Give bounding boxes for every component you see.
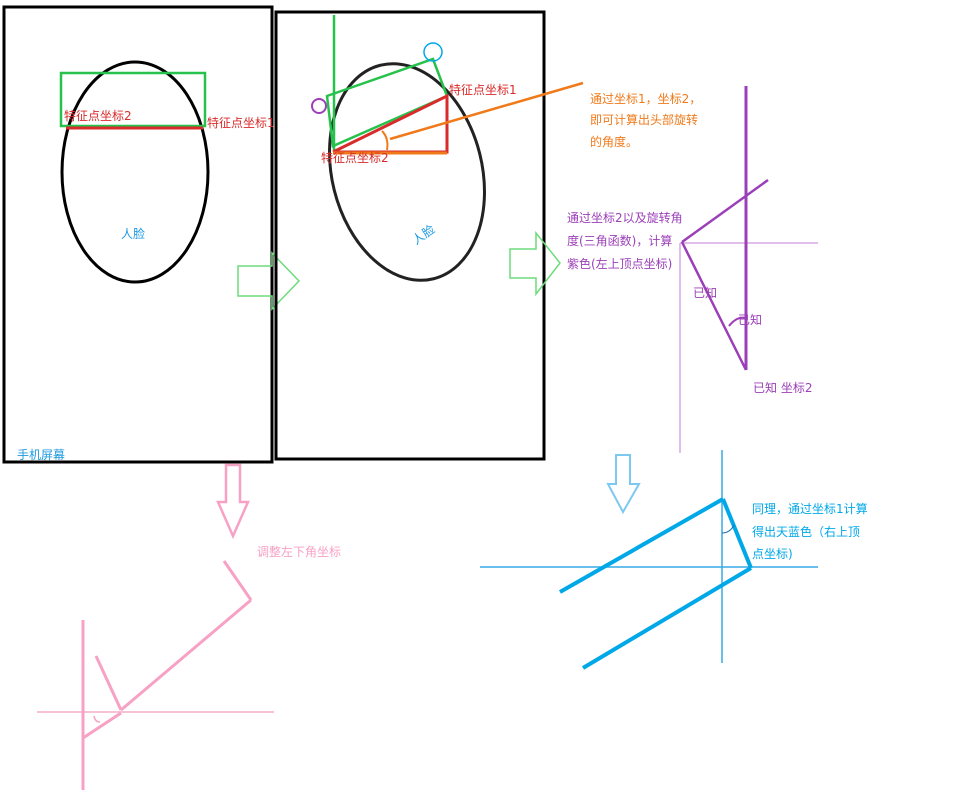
phone-frame-2 <box>274 10 546 461</box>
pink-angle-arc <box>93 715 101 723</box>
green-box-1 <box>59 71 207 128</box>
arrow-right-1 <box>237 251 301 311</box>
purple-note: 通过坐标2以及旋转角 度(三角函数)，计算 紫色(左上顶点坐标) 已知 已知 已… <box>567 210 812 395</box>
green-box-rotated <box>325 57 449 148</box>
blue-upper-diagonal <box>559 497 724 594</box>
blue-note: 同理，通过坐标1计算 得出天蓝色（右上顶 点坐标) <box>752 501 868 561</box>
purple-diagonal-up <box>681 178 769 244</box>
face-label-1: 人脸 <box>121 227 145 241</box>
blue-lower-diagonal <box>581 566 753 670</box>
pink-foot <box>82 711 122 740</box>
known-label-b: 已知 <box>738 313 762 327</box>
pink-upper-stub <box>222 560 253 601</box>
red-triangle <box>332 93 449 154</box>
feature-point-1-label: 特征点坐标1 <box>207 115 275 130</box>
face-ellipse-1 <box>60 60 210 284</box>
arrow-right-2 <box>509 230 561 297</box>
face-label-2: 人脸 <box>410 222 438 247</box>
orange-note-line-1: 通过坐标1，坐标2， <box>590 92 701 106</box>
pink-lower-stub <box>94 655 123 711</box>
blue-note-line-1: 同理，通过坐标1计算 <box>752 501 868 516</box>
pink-note: 调整左下角坐标 <box>257 544 341 559</box>
blue-angle-arc <box>721 524 735 534</box>
blue-corner-circle <box>423 42 443 62</box>
angle-arc <box>381 130 389 151</box>
blue-note-line-2: 得出天蓝色（右上顶 <box>752 524 860 539</box>
panel-phone-screen-1: 特征点坐标2 特征点坐标1 人脸 手机屏幕 <box>2 5 275 464</box>
blue-right-edge <box>721 498 753 569</box>
feature-point-2-label: 特征点坐标2 <box>64 108 132 123</box>
arrow-down-blue <box>606 454 641 515</box>
orange-note-line-2: 即可计算出头部旋转 <box>590 112 698 127</box>
purple-corner-circle <box>311 98 327 114</box>
pink-long-diagonal <box>120 598 252 712</box>
purple-note-line-3: 紫色(左上顶点坐标) <box>567 256 672 271</box>
orange-note-line-3: 的角度。 <box>590 134 638 149</box>
pink-geometry <box>37 560 274 790</box>
arrow-down-pink <box>216 463 250 540</box>
purple-geometry <box>679 86 818 453</box>
known-coordinate-2-label: 已知 坐标2 <box>753 381 812 395</box>
orange-note: 通过坐标1，坐标2， 即可计算出头部旋转 的角度。 <box>590 92 701 149</box>
purple-diagonal-down <box>680 241 748 371</box>
purple-angle-arc <box>728 316 747 327</box>
blue-note-line-3: 点坐标) <box>752 547 793 561</box>
blue-geometry <box>480 450 818 670</box>
purple-note-line-1: 通过坐标2以及旋转角 <box>567 210 683 225</box>
phone-screen-label: 手机屏幕 <box>17 448 65 462</box>
known-label-a: 已知 <box>693 286 717 300</box>
phone-frame-1 <box>2 5 274 464</box>
purple-note-line-2: 度(三角函数)，计算 <box>567 233 672 248</box>
face-ellipse-2 <box>328 62 486 282</box>
feature-point-2-label-2: 特征点坐标2 <box>321 150 389 165</box>
feature-point-1-label-2: 特征点坐标1 <box>449 82 517 97</box>
orange-leader-line <box>389 81 584 141</box>
panel-phone-screen-2: 特征点坐标1 特征点坐标2 人脸 <box>274 10 546 461</box>
